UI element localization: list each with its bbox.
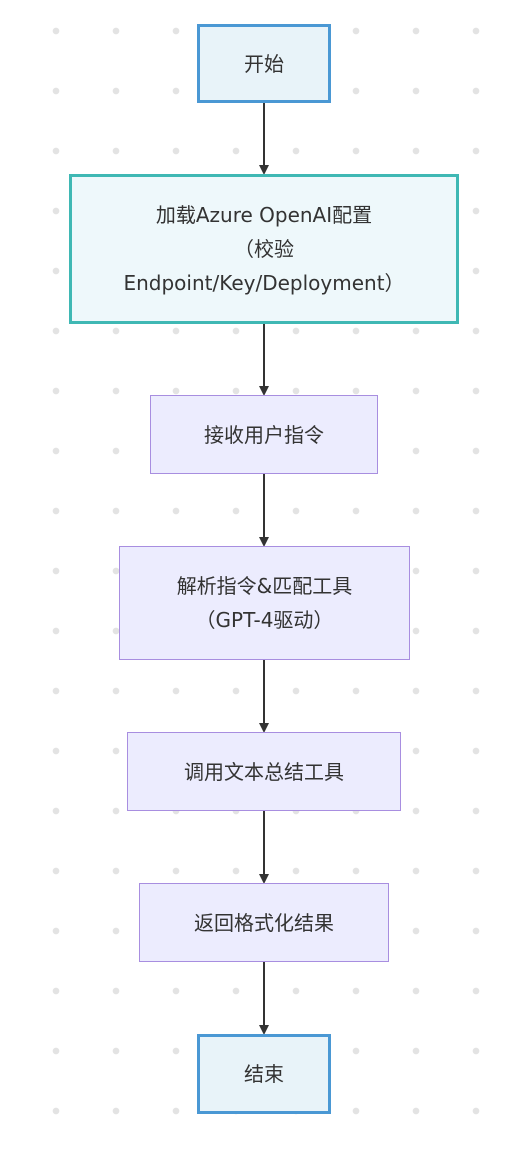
node-parse-instruction-label: 解析指令&匹配工具 （GPT-4驱动） (176, 574, 353, 632)
node-return-result[interactable]: 返回格式化结果 (139, 883, 389, 962)
node-start[interactable]: 开始 (197, 24, 331, 103)
node-end[interactable]: 结束 (197, 1034, 331, 1114)
node-parse-instruction[interactable]: 解析指令&匹配工具 （GPT-4驱动） (119, 546, 410, 660)
node-load-config-label: 加载Azure OpenAI配置 （校验 Endpoint/Key/Deploy… (123, 203, 405, 295)
node-receive-instruction-label: 接收用户指令 (204, 422, 324, 447)
node-invoke-summary-tool-label: 调用文本总结工具 (184, 759, 344, 784)
node-receive-instruction[interactable]: 接收用户指令 (150, 395, 378, 474)
node-start-label: 开始 (244, 51, 284, 76)
node-invoke-summary-tool[interactable]: 调用文本总结工具 (127, 732, 401, 811)
node-return-result-label: 返回格式化结果 (194, 910, 334, 935)
node-end-label: 结束 (244, 1062, 284, 1086)
node-load-config[interactable]: 加载Azure OpenAI配置 （校验 Endpoint/Key/Deploy… (69, 174, 459, 324)
